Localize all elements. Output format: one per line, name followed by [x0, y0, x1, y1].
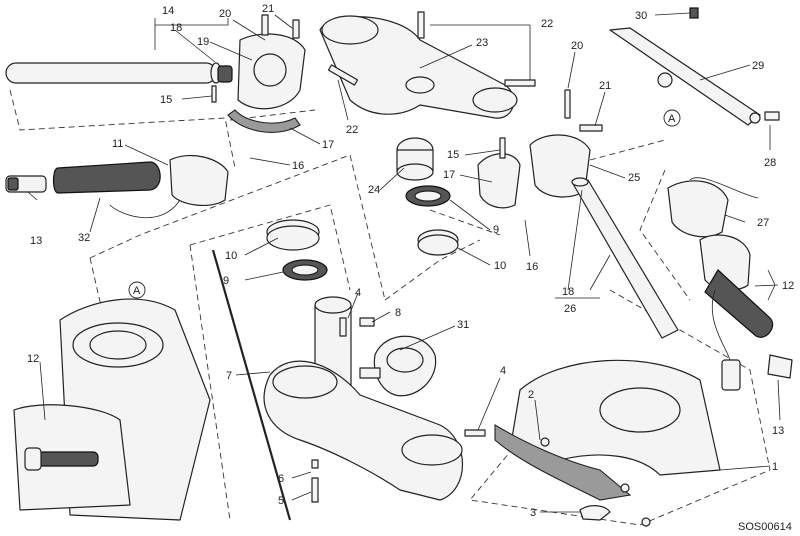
group-bracket-7 — [211, 249, 292, 521]
upper-triple-clamp — [319, 11, 536, 119]
callout-17-left: 17 — [322, 139, 334, 151]
callout-29: 29 — [752, 60, 764, 72]
callout-15-left: 15 — [160, 94, 172, 106]
callout-6: 6 — [278, 473, 284, 485]
callout-13-right: 13 — [772, 425, 784, 437]
callout-3: 3 — [530, 507, 536, 519]
callout-4-lower: 4 — [500, 365, 506, 377]
callout-22-left: 22 — [346, 124, 358, 136]
left-handlebar-clamp — [211, 14, 306, 133]
callout-7: 7 — [226, 370, 232, 382]
leader-lines — [27, 12, 781, 513]
detail-marker-upper-label: A — [668, 113, 676, 125]
callout-10-upper: 10 — [494, 260, 506, 272]
reference-code: SOS00614 — [738, 521, 792, 533]
steering-damper — [609, 7, 780, 126]
callout-12-right: 12 — [782, 280, 794, 292]
callout-25: 25 — [628, 172, 640, 184]
callout-13-left: 13 — [30, 235, 42, 247]
left-handlebar-tube — [5, 62, 233, 84]
fairing-bracket — [494, 359, 721, 527]
callout-20-left: 20 — [219, 8, 231, 20]
callout-4-upper: 4 — [355, 287, 361, 299]
callout-24: 24 — [368, 184, 380, 196]
right-grip-assembly — [667, 177, 793, 391]
callout-28: 28 — [764, 157, 776, 169]
callout-32: 32 — [78, 232, 90, 244]
callout-17-right: 17 — [443, 169, 455, 181]
callout-21-right: 21 — [599, 80, 611, 92]
callout-14: 14 — [162, 5, 174, 17]
callout-9-lower: 9 — [223, 275, 229, 287]
horn — [359, 335, 437, 397]
callout-21-left: 21 — [262, 3, 274, 15]
lower-triple-clamp — [263, 296, 486, 503]
callout-30: 30 — [635, 10, 647, 22]
callout-18-left: 18 — [170, 22, 182, 34]
callout-20-right: 20 — [571, 40, 583, 52]
callout-10-lower: 10 — [225, 250, 237, 262]
callout-9-upper: 9 — [493, 224, 499, 236]
callout-26: 26 — [564, 303, 576, 315]
detail-marker-upper: A — [663, 109, 681, 127]
detail-marker-lower-label: A — [133, 285, 141, 297]
callout-22-top: 22 — [541, 18, 553, 30]
callout-16-right: 16 — [526, 261, 538, 273]
callout-23: 23 — [476, 37, 488, 49]
callout-2: 2 — [528, 389, 534, 401]
callout-11: 11 — [112, 138, 123, 150]
callout-15-right: 15 — [447, 149, 459, 161]
callout-5: 5 — [278, 495, 284, 507]
callout-31: 31 — [457, 319, 469, 331]
left-grip-assembly — [5, 154, 229, 218]
right-handlebar-tube — [571, 177, 679, 339]
steering-nut-and-bearings — [266, 137, 459, 281]
detail-marker-lower: A — [128, 281, 146, 299]
callout-27: 27 — [757, 217, 769, 229]
callout-labels: 14 18 20 21 19 15 17 16 11 13 32 22 23 2… — [27, 3, 794, 519]
left-detail-view — [13, 298, 211, 521]
callout-18-right: 18 — [562, 286, 574, 298]
callout-12-left: 12 — [27, 353, 39, 365]
callout-8: 8 — [395, 307, 401, 319]
callout-1: 1 — [772, 461, 778, 473]
callout-19: 19 — [197, 36, 209, 48]
callout-16-left: 16 — [292, 160, 304, 172]
